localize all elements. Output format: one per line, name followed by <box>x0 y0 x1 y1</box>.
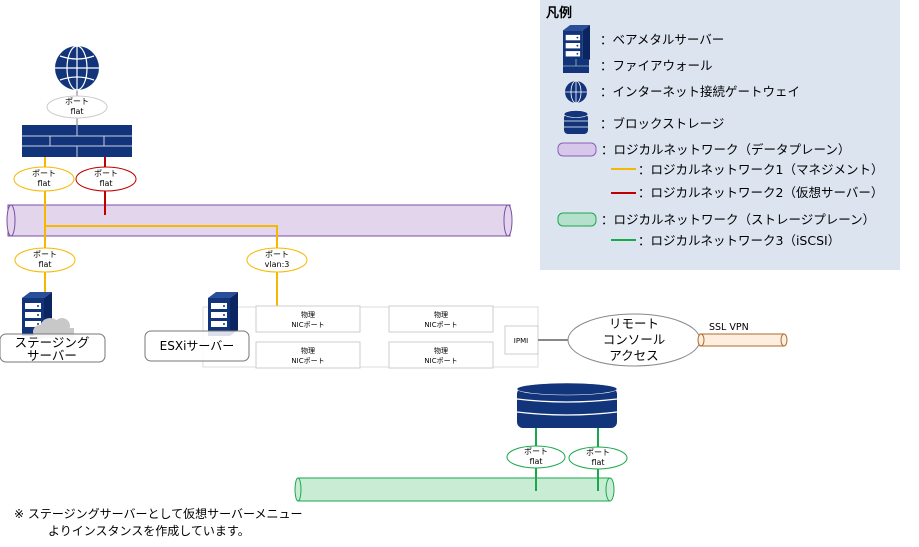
storage-plane-network <box>294 477 615 502</box>
nic-port[interactable]: 物理 NICポート <box>388 305 494 333</box>
port-label: ポート <box>586 448 610 457</box>
esxi-server-icon <box>208 292 238 336</box>
port-type: flat <box>70 107 83 116</box>
nic-label: NICポート <box>424 321 457 329</box>
firewall-icon <box>22 125 132 157</box>
legend-label: ：ブロックストレージ <box>600 116 724 131</box>
firewall-port-management[interactable]: ポート flat <box>13 166 75 192</box>
remote-console-label: リモート <box>609 316 659 331</box>
nic-label: 物理 <box>434 346 448 355</box>
port-type: flat <box>529 457 542 466</box>
port-type: vlan:3 <box>265 260 290 269</box>
nic-label: 物理 <box>301 310 315 319</box>
footnote: よりインスタンスを作成しています。 <box>48 524 250 538</box>
legend-label: ：ロジカルネットワーク（データプレーン） <box>601 142 850 157</box>
legend-label: ：インターネット接続ゲートウェイ <box>600 84 800 99</box>
storage-port[interactable]: ポート flat <box>506 445 566 469</box>
staging-server[interactable]: ステージング サーバー <box>0 333 106 363</box>
nic-port[interactable]: 物理 NICポート <box>255 341 361 369</box>
port-type: flat <box>591 458 604 467</box>
legend: 凡例 ：ベアメタルサーバー ：ファイアウォール ：インターネット接続ゲートウェイ… <box>540 0 900 270</box>
firewall-port-vm[interactable]: ポート flat <box>75 166 137 192</box>
remote-console-access[interactable]: リモート コンソール アクセス <box>567 313 701 367</box>
staging-server-label: ステージング <box>15 335 90 350</box>
port-type: flat <box>38 260 51 269</box>
legend-label: ：ベアメタルサーバー <box>600 32 724 47</box>
nic-port[interactable]: 物理 NICポート <box>255 305 361 333</box>
ipmi-port[interactable]: IPMI <box>504 325 539 355</box>
port-label: ポート <box>33 250 57 259</box>
legend-label: ：ファイアウォール <box>600 58 713 73</box>
legend-title: 凡例 <box>546 5 572 21</box>
ssl-vpn-label: SSL VPN <box>709 322 749 333</box>
port-label: ポート <box>65 97 89 106</box>
ipmi-label: IPMI <box>514 337 528 345</box>
internet-gateway-globe-icon <box>55 45 99 91</box>
nic-port[interactable]: 物理 NICポート <box>388 341 494 369</box>
storage-plane-tube-icon <box>557 212 597 227</box>
legend-label: ：ロジカルネットワーク（ストレージプレーン） <box>601 212 875 227</box>
nic-label: NICポート <box>424 357 457 365</box>
staging-server-label: サーバー <box>27 348 77 363</box>
port-type: flat <box>99 179 112 188</box>
remote-console-label: コンソール <box>603 332 666 347</box>
globe-icon <box>565 80 587 104</box>
esxi-port[interactable]: ポート vlan:3 <box>246 247 308 273</box>
cloud-icon <box>33 318 74 339</box>
block-storage-icon <box>516 382 618 428</box>
legend-label: ：ロジカルネットワーク1（マネジメント） <box>638 162 883 177</box>
storage-port[interactable]: ポート flat <box>568 446 628 470</box>
port-label: ポート <box>265 250 289 259</box>
data-plane-network <box>6 204 513 237</box>
storage-icon <box>563 110 589 134</box>
staging-port[interactable]: ポート flat <box>14 247 76 273</box>
port-label: ポート <box>94 169 118 178</box>
port-label: ポート <box>32 169 56 178</box>
firewall-icon <box>563 59 589 73</box>
legend-label: ：ロジカルネットワーク2（仮想サーバー） <box>638 185 883 200</box>
gateway-port[interactable]: ポート flat <box>46 95 108 119</box>
esxi-server[interactable]: ESXiサーバー <box>144 330 250 362</box>
ssl-vpn-tunnel[interactable]: SSL VPN <box>697 322 788 347</box>
nic-label: NICポート <box>291 357 324 365</box>
nic-label: NICポート <box>291 321 324 329</box>
footnote: ※ ステージングサーバーとして仮想サーバーメニュー <box>14 506 303 521</box>
data-plane-tube-icon <box>557 142 597 157</box>
remote-console-label: アクセス <box>609 348 658 363</box>
port-type: flat <box>37 179 50 188</box>
port-label: ポート <box>524 447 548 456</box>
legend-label: ：ロジカルネットワーク3（iSCSI） <box>638 233 840 248</box>
nic-label: 物理 <box>434 310 448 319</box>
esxi-server-label: ESXiサーバー <box>160 339 235 353</box>
nic-label: 物理 <box>301 346 315 355</box>
server-icon <box>563 25 590 65</box>
